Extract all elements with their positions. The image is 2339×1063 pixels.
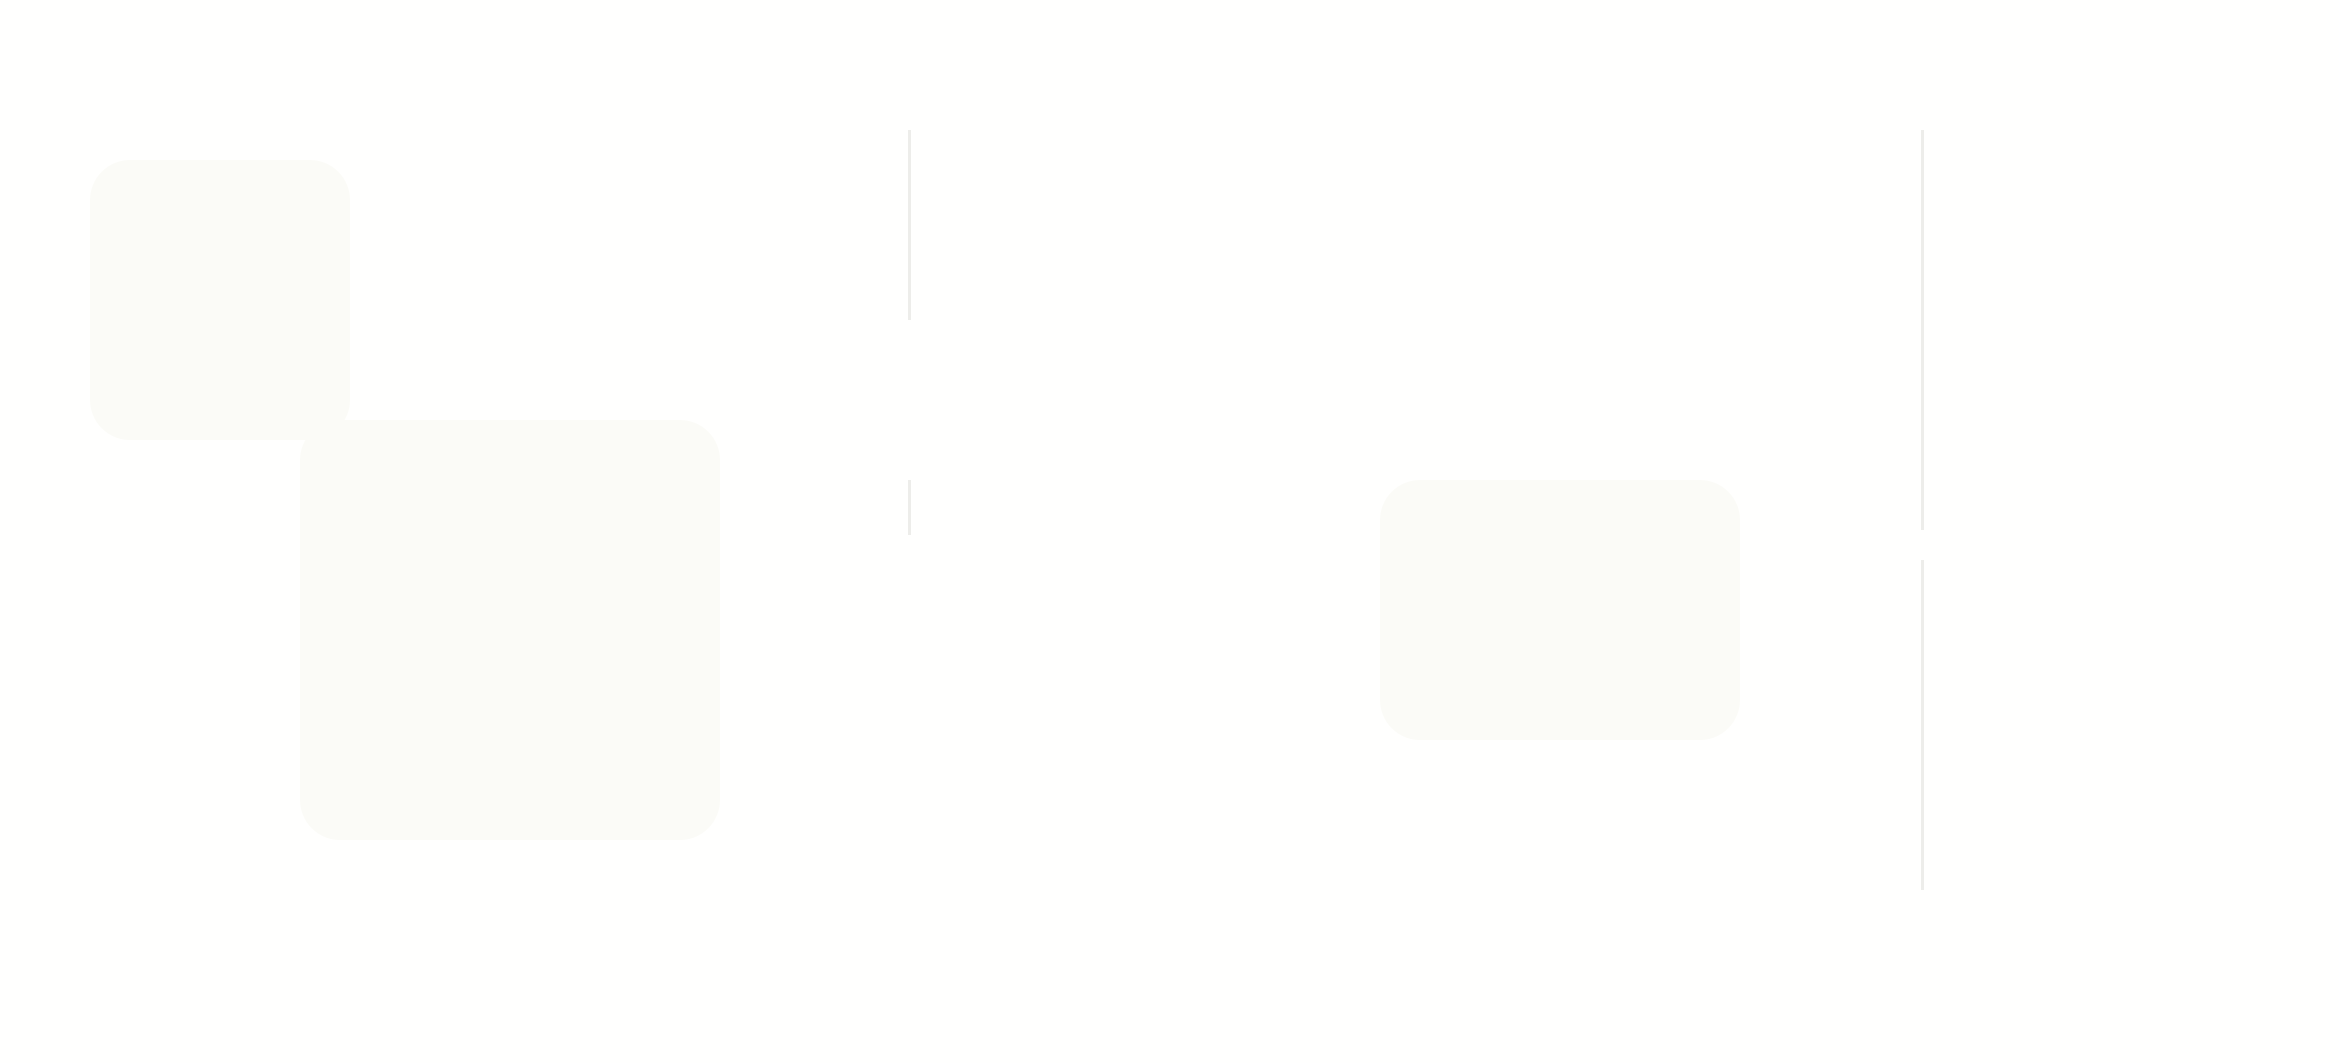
faint-divider <box>908 480 911 535</box>
faint-background-patch <box>90 160 350 440</box>
faint-background-patch <box>1380 480 1740 740</box>
faint-background-patch <box>300 420 720 840</box>
faint-divider <box>1921 130 1924 530</box>
faint-divider <box>908 130 911 320</box>
faint-divider <box>1921 560 1924 890</box>
